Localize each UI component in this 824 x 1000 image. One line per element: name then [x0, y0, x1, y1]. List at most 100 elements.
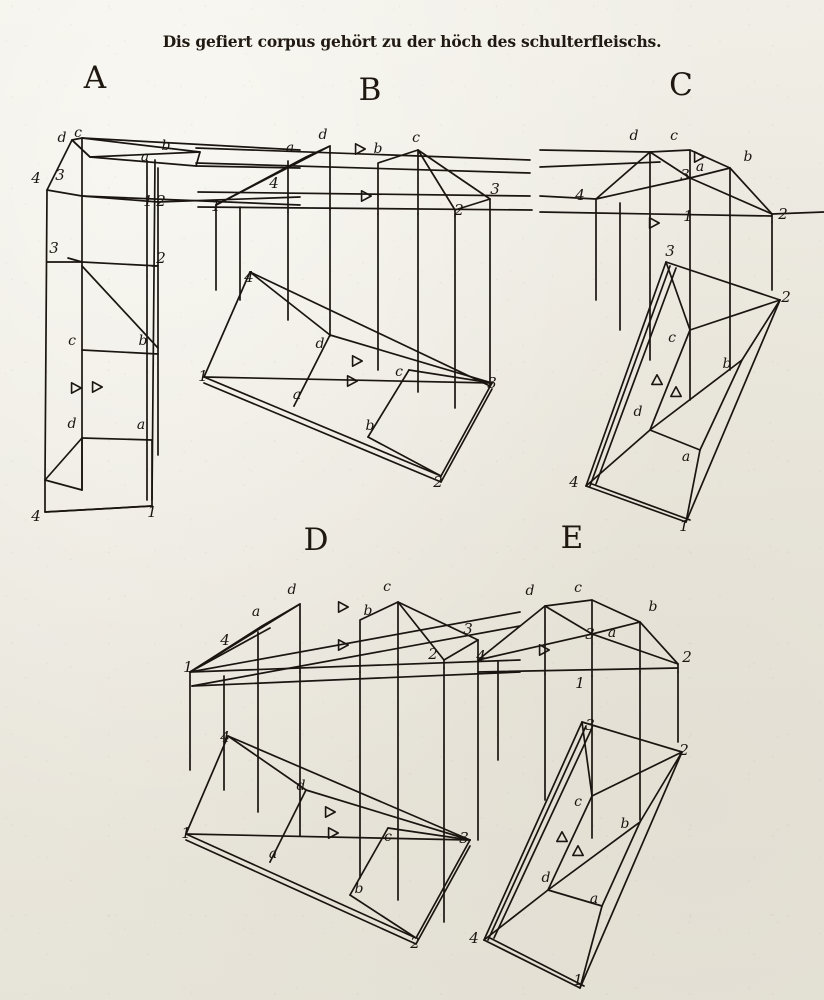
point-label: a [269, 846, 277, 862]
point-label: 2 [155, 249, 166, 267]
point-label: a [252, 604, 260, 620]
triangle-right-icon [538, 644, 550, 656]
point-label: a [682, 449, 690, 465]
point-label: b [366, 418, 375, 434]
point-label: b [723, 356, 732, 372]
point-label: b [364, 603, 373, 619]
point-label: 3 [55, 166, 65, 184]
point-label: 2 [155, 192, 166, 210]
point-label: d [319, 127, 328, 143]
point-label: 4 [219, 631, 230, 649]
point-label: b [621, 816, 630, 832]
triangle-up-icon [572, 845, 584, 857]
point-label: 4 [475, 647, 486, 665]
triangle-right-icon [360, 190, 372, 202]
point-label: 4 [30, 169, 41, 187]
point-label: d [288, 582, 297, 598]
point-label: b [355, 881, 364, 897]
point-label: 4 [243, 268, 254, 286]
point-label: 2 [453, 201, 464, 219]
point-label: c [395, 364, 403, 380]
point-label: a [137, 417, 145, 433]
point-label: 4 [574, 186, 585, 204]
point-label: d [68, 416, 77, 432]
point-label: 1 [575, 674, 585, 692]
point-label: a [286, 140, 294, 156]
triangle-right-icon [354, 143, 366, 155]
point-label: d [297, 778, 306, 794]
triangle-right-icon [337, 601, 349, 613]
triangle-right-icon [693, 151, 705, 163]
triangle-right-icon [324, 806, 336, 818]
point-label: 3 [680, 166, 690, 184]
point-label: 1 [183, 658, 193, 676]
triangle-up-icon [556, 831, 568, 843]
figure-a-drawing [44, 137, 301, 513]
point-label: b [649, 599, 658, 615]
figure-letter-e: E [560, 520, 584, 556]
point-label: b [374, 141, 383, 157]
point-label: 2 [777, 205, 788, 223]
page-title: Dis gefiert corpus gehört zu der höch de… [162, 32, 662, 51]
point-label: 1 [679, 517, 689, 535]
triangle-right-icon [91, 381, 103, 393]
figure-letter-d: D [303, 522, 329, 558]
triangle-right-icon [648, 217, 660, 229]
point-label: c [384, 829, 392, 845]
point-label: 3 [585, 716, 595, 734]
point-label: 3 [585, 625, 595, 643]
point-label: 3 [459, 829, 469, 847]
point-label: d [542, 870, 551, 886]
figure-c-drawing [539, 149, 824, 523]
point-label: 1 [683, 207, 693, 225]
point-label: 3 [665, 242, 675, 260]
figure-letter-b: B [358, 72, 382, 108]
triangle-up-icon [670, 386, 682, 398]
point-label: a [141, 149, 149, 165]
point-label: 2 [681, 648, 692, 666]
triangle-right-icon [346, 375, 358, 387]
point-label: 2 [427, 645, 438, 663]
point-label: 1 [143, 192, 153, 210]
point-label: 4 [568, 473, 579, 491]
point-label: a [293, 387, 301, 403]
point-label: c [383, 579, 391, 595]
point-label: 3 [49, 239, 59, 257]
point-label: d [634, 404, 643, 420]
figure-e-drawing [477, 599, 683, 989]
triangle-right-icon [337, 639, 349, 651]
point-label: a [590, 891, 598, 907]
point-label: d [316, 336, 325, 352]
figure-letter-c: C [669, 67, 693, 103]
point-label: 2 [409, 934, 420, 952]
point-label: a [696, 159, 704, 175]
point-label: 1 [573, 971, 583, 989]
point-label: 1 [181, 824, 191, 842]
point-label: c [574, 580, 582, 596]
figure-letter-a: A [83, 60, 107, 96]
triangle-up-icon [651, 374, 663, 386]
point-label: d [526, 583, 535, 599]
point-label: 4 [30, 507, 41, 525]
point-label: 3 [487, 374, 497, 392]
point-label: 2 [678, 741, 689, 759]
point-label: 4 [268, 174, 279, 192]
point-label: 2 [432, 473, 443, 491]
triangle-right-icon [351, 355, 363, 367]
point-label: 1 [211, 197, 221, 215]
point-label: b [744, 149, 753, 165]
point-label: d [58, 130, 67, 146]
point-label: 3 [490, 180, 500, 198]
point-label: a [608, 625, 616, 641]
point-label: 4 [468, 929, 479, 947]
triangle-right-icon [327, 827, 339, 839]
point-label: 3 [463, 620, 473, 638]
point-label: c [412, 130, 420, 146]
point-label: c [74, 125, 82, 141]
